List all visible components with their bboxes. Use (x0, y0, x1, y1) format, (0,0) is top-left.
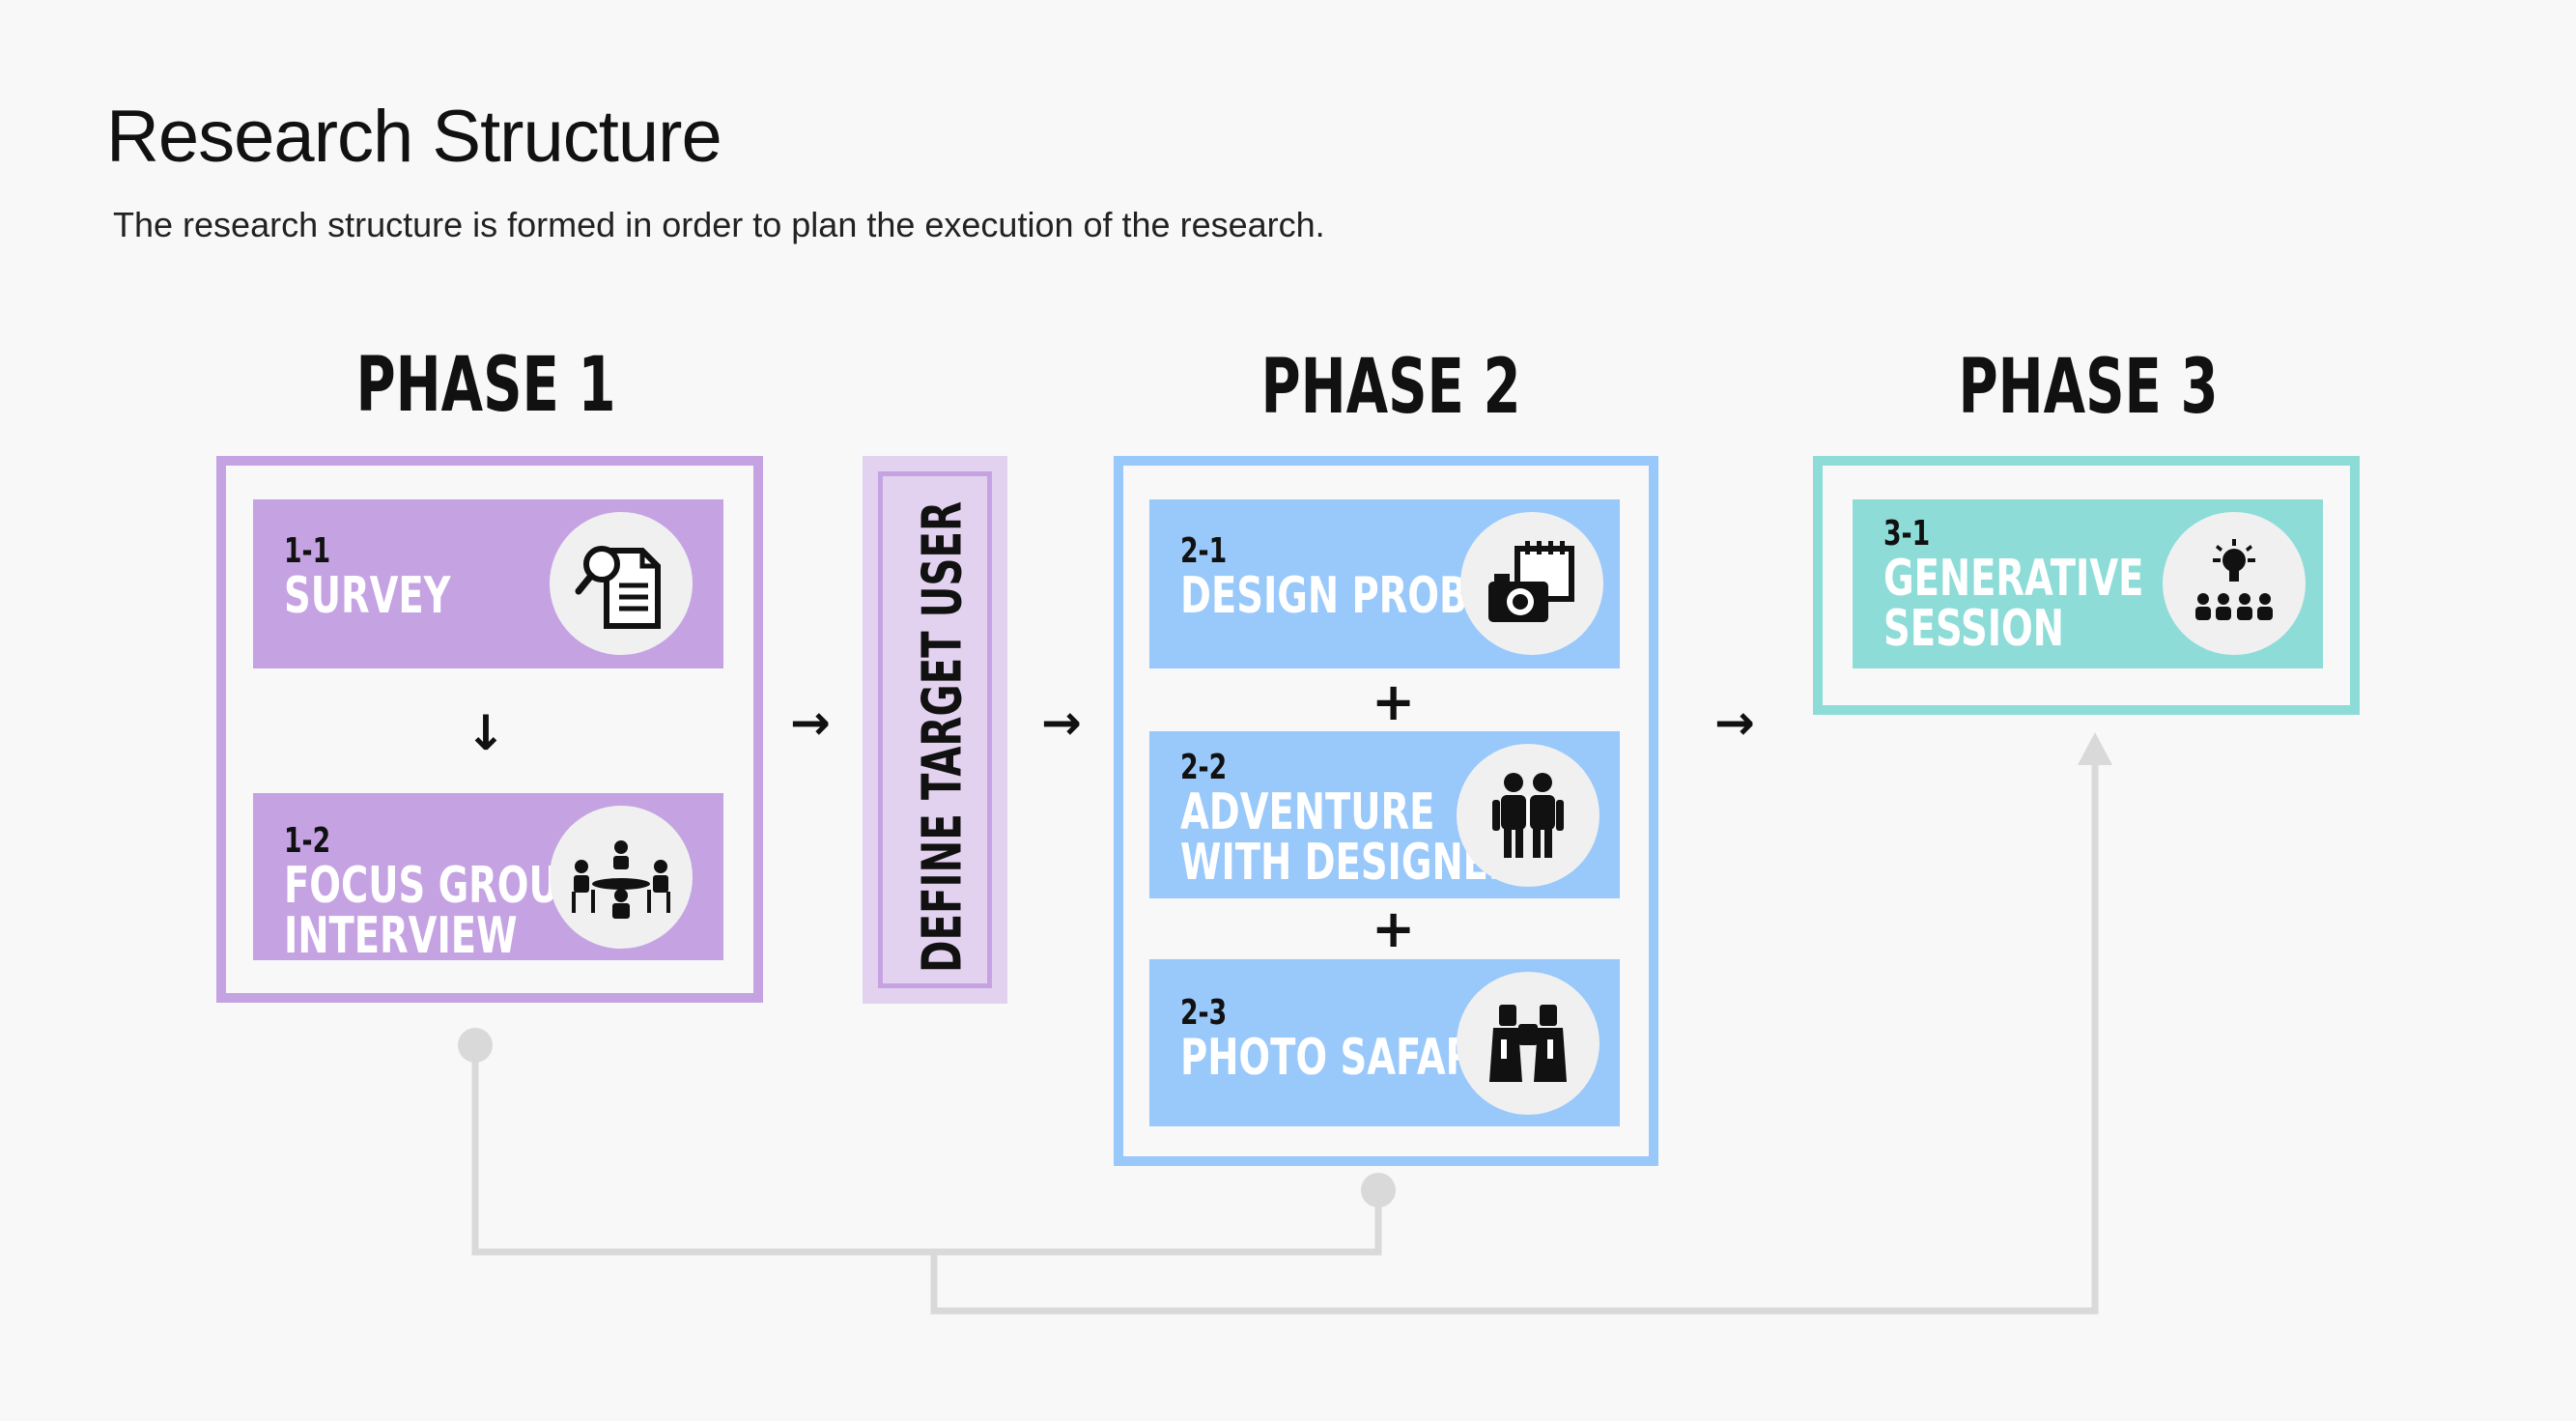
phase-2-connector-dot (1361, 1173, 1396, 1208)
binoculars-icon (1457, 972, 1599, 1115)
page-title: Research Structure (106, 96, 722, 178)
two-people-icon (1457, 744, 1599, 887)
card-1-2-focus-group-interview[interactable]: 1-2 FOCUS GROUP INTERVIEW (253, 793, 723, 965)
card-label-line-1: GENERATIVE (1883, 549, 2144, 608)
survey-document-magnifier-icon (550, 512, 693, 655)
card-number: 3-1 (1883, 514, 1931, 554)
card-number: 2-2 (1180, 748, 1228, 787)
flow-arrow-3: → (1714, 695, 1755, 751)
phase-2-title: PHASE 2 (1260, 344, 1521, 431)
card-2-1-design-probe[interactable]: 2-1 DESIGN PROBE (1149, 499, 1620, 668)
card-number: 1-1 (284, 531, 331, 571)
flow-arrow-2: → (1041, 695, 1082, 751)
phase-2-plus-1: + (1372, 671, 1416, 732)
card-label: DESIGN PROBE (1180, 566, 1493, 625)
card-label-line-1: ADVENTURE (1180, 782, 1435, 841)
flow-arrow-1: → (790, 695, 831, 751)
camera-calendar-icon (1460, 512, 1603, 655)
phase-1-title: PHASE 1 (355, 342, 616, 429)
focus-group-table-icon (550, 806, 693, 949)
phase-1-connector-dot (458, 1028, 493, 1063)
card-2-2-adventure-with-designer[interactable]: 2-2 ADVENTURE WITH DESIGNER (1149, 731, 1620, 898)
card-3-1-generative-session[interactable]: 3-1 GENERATIVE SESSION (1853, 499, 2323, 668)
phase-2-plus-2: + (1372, 898, 1416, 959)
card-label-line-1: FOCUS GROUP (284, 856, 586, 915)
card-label-line-2: INTERVIEW (284, 906, 518, 965)
define-target-user-label: DEFINE TARGET USER (911, 500, 975, 974)
card-label-line-2: SESSION (1883, 599, 2064, 658)
card-number: 2-1 (1180, 531, 1228, 571)
define-target-user-box[interactable]: DEFINE TARGET USER (863, 456, 1007, 1004)
card-2-3-photo-safari[interactable]: 2-3 PHOTO SAFARI (1149, 959, 1620, 1126)
card-label-line-2: WITH DESIGNER (1180, 833, 1517, 892)
card-label: SURVEY (284, 566, 451, 625)
phase-1-down-arrow: ↓ (466, 705, 506, 761)
page-subtitle: The research structure is formed in orde… (113, 205, 1325, 244)
phase-3-title: PHASE 3 (1958, 344, 2219, 431)
phase-3-arrowhead (2078, 732, 2112, 765)
card-label: PHOTO SAFARI (1180, 1028, 1488, 1087)
lightbulb-audience-icon (2163, 512, 2306, 655)
card-1-1-survey[interactable]: 1-1 SURVEY (253, 499, 723, 668)
card-number: 1-2 (284, 821, 331, 861)
card-number: 2-3 (1180, 993, 1228, 1033)
